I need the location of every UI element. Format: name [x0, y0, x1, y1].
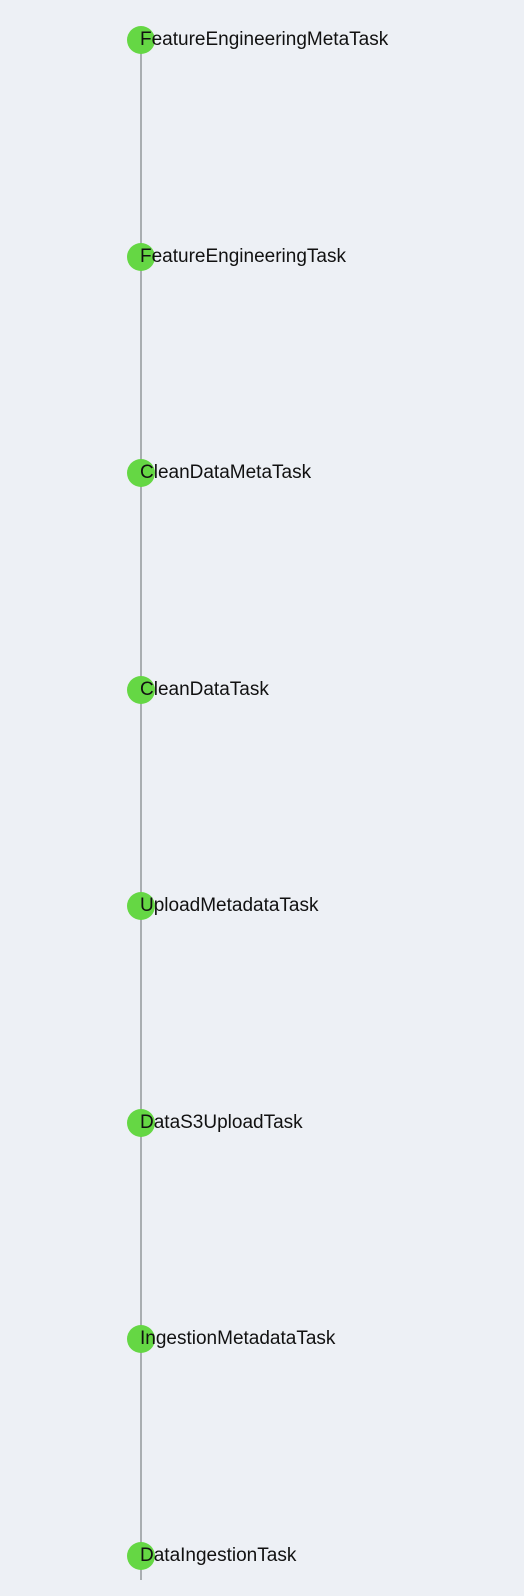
task-node-data-s3-upload[interactable]: DataS3UploadTask [127, 1109, 303, 1137]
dependency-edge [140, 40, 142, 1580]
task-node-upload-metadata[interactable]: UploadMetadataTask [127, 892, 319, 920]
task-node-label: CleanDataMetaTask [140, 462, 312, 483]
task-node-clean-data[interactable]: CleanDataTask [127, 676, 269, 704]
status-circle-icon[interactable] [127, 26, 155, 54]
task-node-feature-engineering-meta[interactable]: FeatureEngineeringMetaTask [127, 26, 388, 54]
status-circle-icon[interactable] [127, 1109, 155, 1137]
task-node-label: FeatureEngineeringMetaTask [140, 29, 389, 50]
task-node-feature-engineering[interactable]: FeatureEngineeringTask [127, 243, 346, 271]
task-node-label: DataIngestionTask [140, 1545, 297, 1566]
status-circle-icon[interactable] [127, 676, 155, 704]
status-circle-icon[interactable] [127, 243, 155, 271]
status-circle-icon[interactable] [127, 1325, 155, 1353]
task-node-label: IngestionMetadataTask [140, 1328, 336, 1349]
status-circle-icon[interactable] [127, 459, 155, 487]
task-node-label: UploadMetadataTask [140, 895, 319, 916]
task-node-data-ingestion[interactable]: DataIngestionTask [127, 1542, 296, 1570]
task-node-clean-data-meta[interactable]: CleanDataMetaTask [127, 459, 311, 487]
task-node-label: CleanDataTask [140, 679, 269, 700]
task-node-ingestion-metadata[interactable]: IngestionMetadataTask [127, 1325, 335, 1353]
task-node-label: FeatureEngineeringTask [140, 246, 346, 267]
task-node-label: DataS3UploadTask [140, 1112, 303, 1133]
status-circle-icon[interactable] [127, 892, 155, 920]
status-circle-icon[interactable] [127, 1542, 155, 1570]
